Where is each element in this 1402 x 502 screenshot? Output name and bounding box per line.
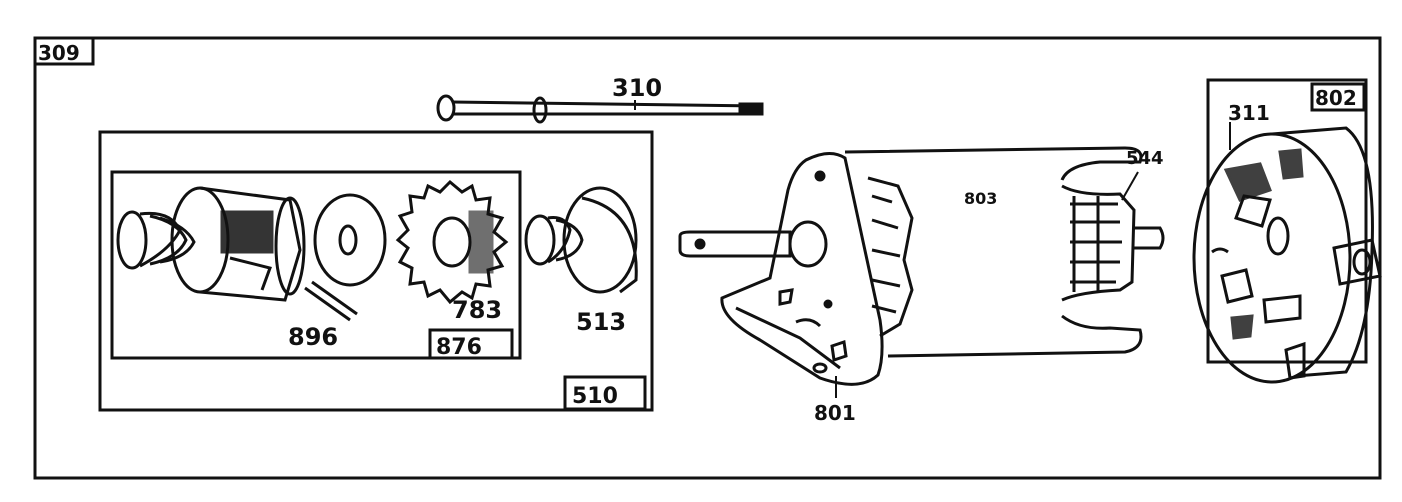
pinion-gear	[395, 179, 509, 305]
inner-frame	[110, 170, 522, 360]
inner-frame-label-box	[428, 328, 514, 360]
label-motor-housing: 803	[964, 189, 997, 208]
roll-pin	[304, 280, 358, 322]
label-armature: 544	[1126, 148, 1164, 169]
end-cap-label-box	[1310, 82, 1366, 112]
leader-armature	[1121, 171, 1139, 201]
end-cap-label: 802	[1315, 86, 1357, 110]
subassembly-frame	[98, 130, 654, 412]
inner-frame-label: 876	[436, 335, 482, 360]
label-pinion-gear: 783	[452, 296, 502, 324]
label-through-bolt: 310	[612, 74, 662, 102]
subassembly-label-box	[563, 375, 647, 411]
through-bolt	[436, 94, 764, 124]
label-brush-assembly: 311	[1228, 101, 1270, 125]
clutch-drive-assembly	[116, 186, 306, 302]
armature	[1061, 184, 1165, 302]
commutator-end-cap	[1192, 126, 1382, 384]
outer-frame	[33, 36, 1382, 480]
outer-frame-label: 309	[38, 41, 80, 65]
drive-nut	[524, 186, 638, 294]
drive-end-cap	[678, 152, 884, 386]
label-drive-nut: 513	[576, 308, 626, 336]
outer-frame-label-box	[33, 36, 95, 66]
subassembly-label: 510	[572, 384, 618, 409]
label-drive-end-cap: 801	[814, 401, 856, 425]
motor-housing	[844, 146, 1143, 358]
washer	[313, 193, 387, 287]
label-roll-pin: 896	[288, 323, 338, 351]
